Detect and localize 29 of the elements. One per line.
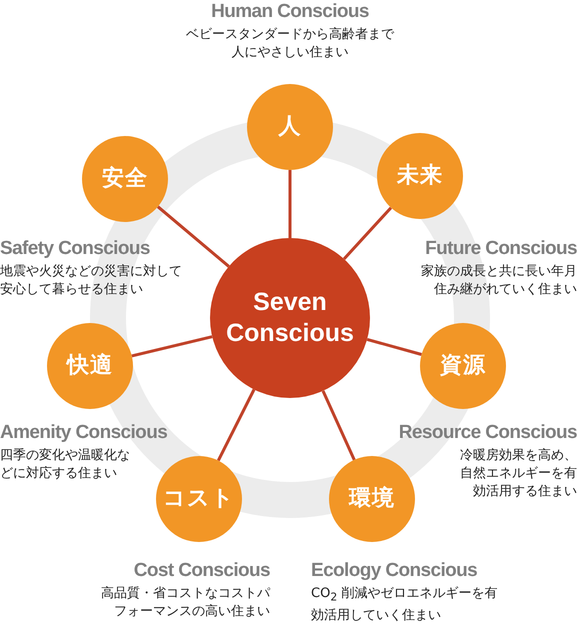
connector-line [342,206,392,260]
connector-line [131,335,213,358]
connector-line [366,338,422,356]
caption-text: ベビースタンダードから高齢者まで人にやさしい住まい [185,26,396,62]
caption-text: 四季の変化や温暖化などに対応する住まい [0,447,131,483]
caption-heading: Amenity Conscious [0,421,168,445]
caption-heading: Safety Conscious [0,237,150,261]
circle-label: 安全 [102,165,148,193]
circle-label: 人 [278,113,302,141]
circle-label: 未来 [397,162,443,190]
caption-heading: Future Conscious [425,237,577,261]
circle-label: 資源 [440,352,486,380]
caption-text: 地震や火災などの災害に対して安心して暮らせる住まい [0,263,183,299]
caption-heading: Ecology Conscious [311,559,478,583]
caption-heading: Resource Conscious [398,421,577,445]
caption-text: 家族の成長と共に長い年月住み継がれていく住まい [420,263,577,299]
caption-text: 冷暖房効果を高め、自然エネルギーを有効活用する住まい [459,447,577,501]
circle-label: コスト [163,485,235,513]
circle-label: Seven Conscious [225,286,355,349]
caption-text: 高品質・省コストなコストパフォーマンスの高い住まい [100,585,270,621]
connector-line [156,206,230,268]
circle-label: 環境 [349,485,395,513]
connector-line [216,388,256,462]
caption-text: CO$_{2}$ 削減やゼロエネルギーを有効活用していく住まい [311,585,498,625]
circle-label: 快適 [67,352,113,380]
connector-line [288,170,292,238]
caption-heading: Human Conscious [211,0,369,24]
connector-line [322,390,356,460]
caption-heading: Cost Conscious [134,559,270,583]
